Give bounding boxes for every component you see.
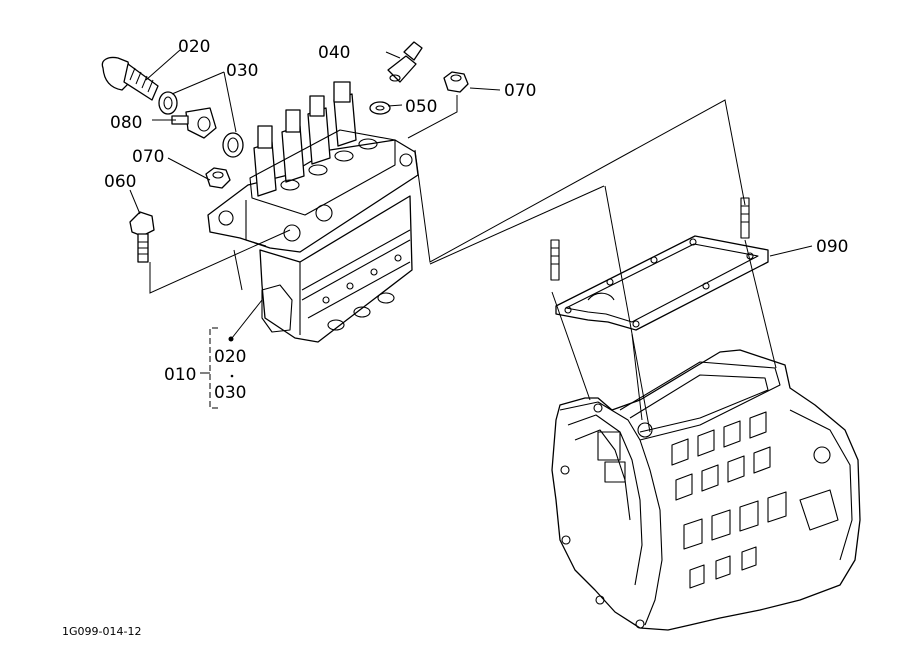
callout-070-upper: 070 — [504, 81, 536, 101]
engine-block — [551, 349, 861, 631]
callout-020: 020 — [178, 37, 210, 57]
block-windows-row1 — [671, 411, 767, 466]
block-windows-row2 — [675, 446, 771, 501]
fitting-080 — [171, 107, 217, 139]
callout-030: 030 — [226, 61, 258, 81]
callout-070-lower: 070 — [132, 147, 164, 167]
assembly-bracket-010 — [200, 299, 263, 409]
nut-070-lower — [205, 167, 231, 189]
nut-070-upper — [443, 71, 469, 93]
block-windows-row3 — [683, 491, 787, 550]
callout-060: 060 — [104, 172, 136, 192]
callout-030-assembly: 030 — [214, 383, 246, 403]
callout-050: 050 — [405, 97, 437, 117]
washer-050 — [369, 101, 391, 115]
drawing-code: 1G099-014-12 — [62, 625, 141, 638]
stud-bolts — [550, 197, 750, 281]
callout-090: 090 — [816, 237, 848, 257]
nipple-040 — [387, 41, 423, 83]
bolt-060 — [129, 211, 155, 263]
banjo-bolt-020 — [101, 56, 159, 101]
delivery-valve-holders — [253, 81, 357, 197]
callout-080: 080 — [110, 113, 142, 133]
callout-010: 010 — [164, 365, 196, 385]
washers-030 — [158, 91, 244, 158]
callout-020-assembly: 020 — [214, 347, 246, 367]
callout-040: 040 — [318, 43, 350, 63]
injection-pump — [207, 81, 419, 343]
gasket-090 — [555, 235, 769, 331]
leader-lines — [129, 49, 813, 433]
